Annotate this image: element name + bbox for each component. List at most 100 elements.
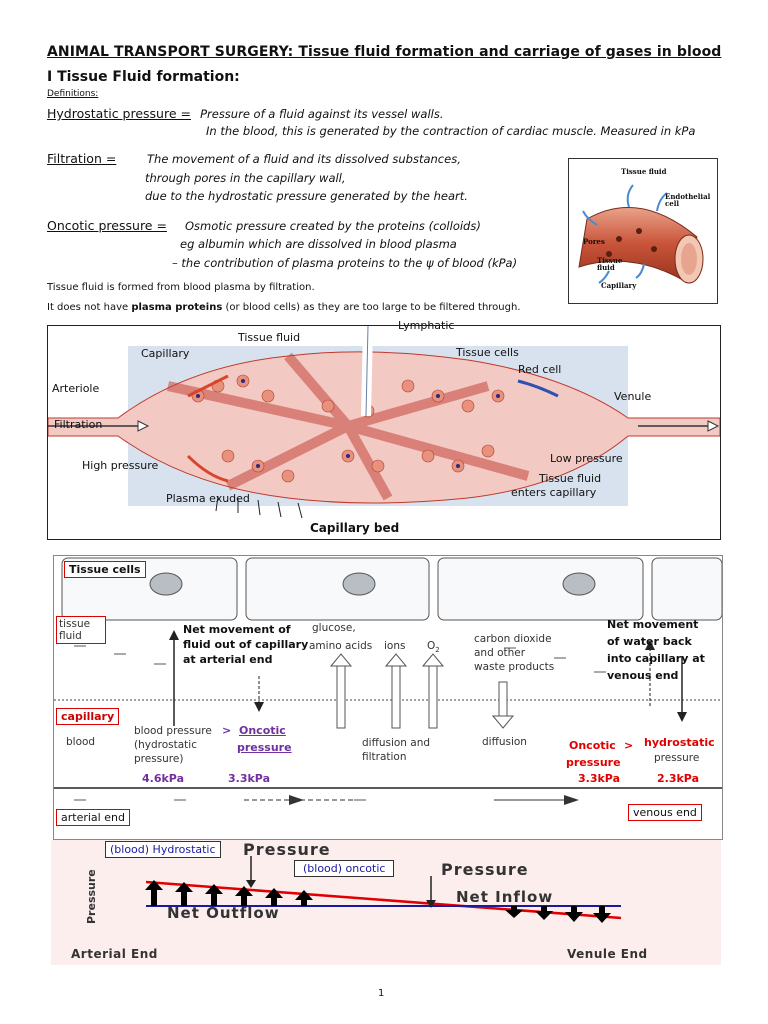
arterial-end-label: arterial end [56,809,130,826]
tissue-fluid-label: tissue fluid [56,616,106,644]
page-title: ANIMAL TRANSPORT SURGERY: Tissue fluid f… [47,44,722,60]
o2-text: O [427,640,436,652]
bed-label-lymphatic: Lymphatic [398,319,455,332]
definitions-label: Definitions: [47,89,99,99]
hydrostatic-venous-line1: hydrostatic [644,736,715,749]
bed-label-tissue-cells: Tissue cells [456,346,519,359]
net-back-label: Net movement of water back into capillar… [607,616,705,684]
value-4-6kpa: 4.6kPa [142,772,184,785]
glucose-label: glucose, [312,622,356,634]
diffusion-label: diffusion [482,736,527,748]
pressure-axis-label: Pressure [85,869,98,924]
hydrostatic-line1: Pressure of a fluid against its vessel w… [200,107,444,121]
note2-post: (or blood cells) as they are too large t… [222,302,521,313]
tissue-fluid-line1: tissue [59,618,91,630]
blood-hydrostatic-label: (blood) Hydrostatic [105,841,221,858]
oncotic-venous-line2: pressure [566,756,621,769]
blood-oncotic-label: (blood) oncotic [294,860,395,877]
filtration-term: Filtration = [47,151,117,166]
bed-label-red-cell: Red cell [518,363,562,376]
diff-filt-line1: diffusion and [362,737,431,749]
oncotic-line2: eg albumin which are dissolved in blood … [180,237,457,251]
tissue-fluid-line2: fluid [59,630,82,642]
capillary-illustration: Tissue fluid Endothelial cell Pores Tiss… [568,158,718,304]
net-out-line1: Net movement of [183,623,291,636]
tissue-cells-label: Tissue cells [64,561,146,578]
bed-caption: Capillary bed [310,521,400,535]
value-3-3kpa-venous: 3.3kPa [578,772,620,785]
capillary-tube-drawing [578,184,704,284]
co2-line2: and other [474,647,526,659]
ions-label: ions [384,640,406,652]
filtration-line3: due to the hydrostatic pressure generate… [145,189,468,203]
bed-label-capillary: Capillary [141,347,190,360]
capillary-exchange-diagram: Tissue cells tissue fluid Net movement o… [53,555,723,840]
pressure-title-2: Pressure [441,860,529,879]
value-3-3kpa-arterial: 3.3kPa [228,772,270,785]
bed-label-plasma-exuded: Plasma exuded [166,492,250,505]
filtration-line2: through pores in the capillary wall, [145,171,346,185]
photo-label-tissue-fluid: Tissue fluid [621,167,667,176]
oncotic-arterial-line2: pressure [237,741,292,754]
diff-filt-line2: filtration [362,751,407,763]
hydrostatic-line2: In the blood, this is generated by the c… [206,124,696,138]
bp-gt: > [222,724,232,737]
photo-label-tissue-fluid-2: Tissue fluid [597,256,623,272]
blood-label: blood [66,736,96,748]
hydrostatic-term: Hydrostatic pressure = [47,106,191,121]
diffusion-filtration-label: diffusion and filtration [362,736,430,764]
amino-acids-label: amino acids [309,640,373,652]
net-back-line4: venous end [607,669,679,682]
exchange-drawing [54,557,723,805]
pressure-drawing [145,856,622,923]
bed-label-low-pressure: Low pressure [550,452,623,465]
blood-pressure-label: blood pressure (hydrostatic pressure) [134,724,212,766]
oncotic-term: Oncotic pressure = [47,218,167,233]
net-out-line3: at arterial end [183,653,273,666]
note-tissue-fluid: Tissue fluid is formed from blood plasma… [47,282,315,293]
section-heading: I Tissue Fluid formation: [47,69,240,85]
photo-label-pores: Pores [583,237,605,246]
note2-bold: plasma proteins [131,302,223,313]
co2-label: carbon dioxide and other waste products [474,632,554,674]
o2-sub: 2 [435,646,440,655]
onc-gt: > [624,739,634,752]
bed-label-arteriole: Arteriole [52,382,100,395]
venule-end-axis-label: Venule End [567,947,648,961]
bp-line1: blood pressure [134,725,212,737]
photo-label-endothelial: Endothelial cell [665,192,711,208]
hydrostatic-venous-line2: pressure [654,752,700,764]
bp-line3: pressure) [134,753,184,765]
page-number: 1 [378,988,385,999]
note2-pre: It does not have [47,302,132,313]
bed-label-enters-capillary: enters capillary [511,486,597,499]
value-2-3kpa: 2.3kPa [657,772,699,785]
oncotic-line3: – the contribution of plasma proteins to… [172,256,518,270]
filtration-line1: The movement of a fluid and its dissolve… [147,152,461,166]
bed-label-venule: Venule [614,390,652,403]
co2-line3: waste products [474,661,555,673]
capillary-bed-drawing [47,325,721,519]
net-outflow-label: Net Outflow [167,904,280,922]
net-inflow-label: Net Inflow [456,888,554,906]
venous-end-label: venous end [628,804,702,821]
net-back-line2: of water back [607,635,692,648]
capillary-label: capillary [56,708,120,725]
o2-label: O2 [427,640,440,654]
bp-line2: (hydrostatic [134,739,197,751]
photo-label-capillary: Capillary [601,281,637,290]
pressure-figure: (blood) Hydrostatic Pressure (blood) onc… [51,840,721,965]
note-plasma-proteins: It does not have plasma proteins (or blo… [47,302,521,313]
arterial-end-axis-label: Arterial End [71,947,158,961]
oncotic-arterial-line1: Oncotic [239,724,286,737]
co2-line1: carbon dioxide [474,633,552,645]
net-out-label: Net movement of fluid out of capillary a… [183,622,308,667]
bed-label-high-pressure: High pressure [82,459,159,472]
bed-label-tissue-fluid: Tissue fluid [238,331,301,344]
oncotic-venous-line1: Oncotic [569,739,616,752]
net-back-line3: into capillary at [607,652,705,665]
net-out-line2: fluid out of capillary [183,638,309,651]
hydrostatic-definition: Hydrostatic pressure = Pressure of a flu… [47,103,444,122]
pressure-title-1: Pressure [243,840,331,859]
bed-label-filtration: Filtration [54,418,103,431]
